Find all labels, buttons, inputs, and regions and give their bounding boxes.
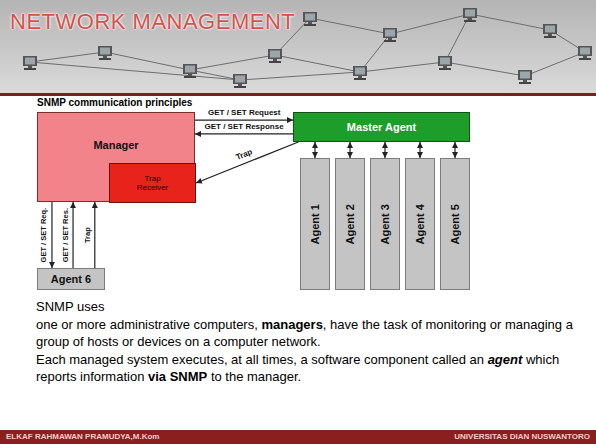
node-label: Agent 1	[309, 204, 322, 244]
node-label: Agent 4	[414, 204, 427, 244]
section-heading: SNMP communication principles	[37, 97, 192, 108]
edge-label: GET / SET Req.	[41, 207, 49, 264]
connector-arrow	[72, 202, 73, 268]
text-paragraph: Each managed system executes, at all tim…	[36, 351, 584, 386]
node-label: Agent 6	[51, 273, 91, 286]
footer-text: UNIVERSITAS DIAN NUSWANTORO	[454, 431, 590, 443]
node-label: Trap Receiver	[131, 174, 175, 192]
connector-arrow	[195, 133, 293, 134]
agent-box: Agent 5	[440, 158, 470, 290]
edge-label: GET / SET Response	[204, 123, 285, 132]
body-text: SNMP uses	[36, 299, 104, 314]
text-paragraph: one or more administrative computers, ma…	[36, 316, 584, 351]
agent-box: Agent 6	[37, 268, 105, 290]
connector-arrow	[94, 202, 95, 268]
footer-text: ELKAF RAHMAWAN PRAMUDYA,M.Kom	[6, 431, 159, 443]
manager-box: ManagerTrap Receiver	[37, 112, 195, 202]
agent-box: Agent 2	[335, 158, 365, 290]
edge-label: Trap	[84, 226, 92, 244]
node-label: Master Agent	[347, 121, 416, 134]
agent-box: Agent 3	[370, 158, 400, 290]
agent-box: Agent 1	[300, 158, 330, 290]
connector-arrow	[314, 142, 315, 158]
node-label: Agent 2	[344, 204, 357, 244]
body-text: via SNMP	[148, 369, 207, 384]
text-paragraph: SNMP uses	[36, 298, 584, 316]
connector-arrow	[384, 142, 385, 158]
connector-arrow	[454, 142, 455, 158]
node-label: Agent 5	[449, 204, 462, 244]
edge-label: GET / SET Res.	[62, 207, 70, 263]
edge-label: GET / SET Request	[207, 109, 281, 118]
edge-label: Trap	[234, 148, 255, 163]
connector-arrow	[51, 202, 52, 268]
connector-arrow	[196, 142, 298, 183]
text-body: SNMP uses one or more administrative comp…	[36, 298, 584, 386]
connector-arrow	[419, 142, 420, 158]
node-label: Manager	[93, 139, 138, 152]
body-text: one or more administrative computers,	[36, 317, 258, 332]
connector-arrow	[349, 142, 350, 158]
node-label: Agent 3	[379, 204, 392, 244]
body-text: Each managed system executes, at all tim…	[36, 352, 484, 367]
agent-box: Agent 4	[405, 158, 435, 290]
trap-receiver-box: Trap Receiver	[109, 163, 196, 203]
connector-arrow	[195, 119, 293, 120]
body-text: agent	[488, 352, 523, 367]
body-text: to the manager.	[211, 369, 301, 384]
body-text: managers	[261, 317, 322, 332]
master-agent-box: Master Agent	[293, 112, 470, 142]
slide-title: NETWORK MANAGEMENT	[10, 9, 295, 35]
